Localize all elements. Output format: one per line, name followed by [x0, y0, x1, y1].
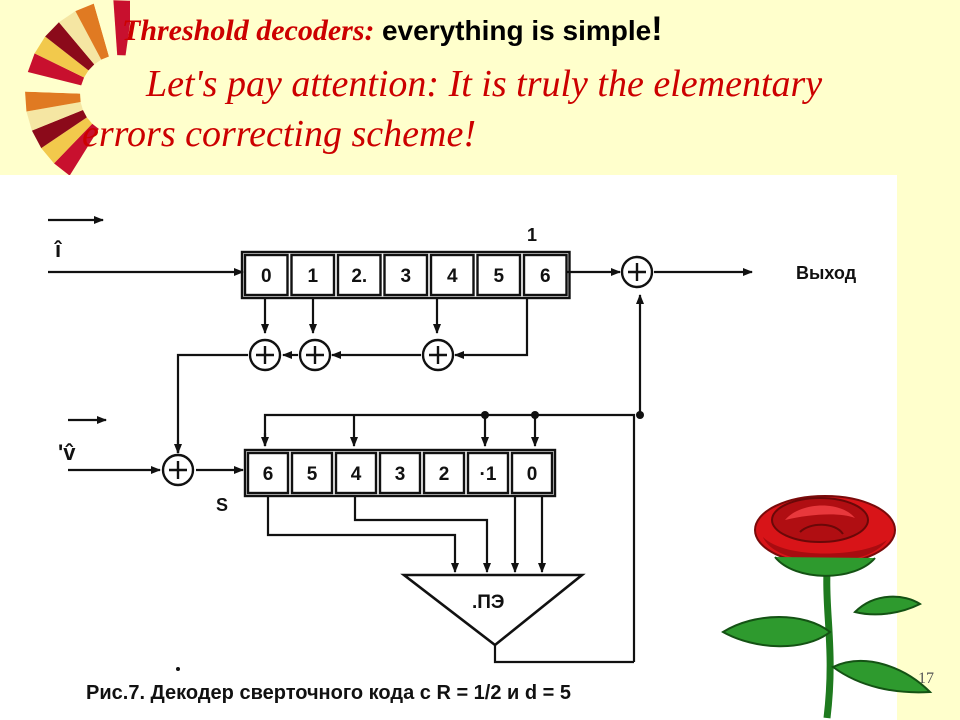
fan-stripe	[41, 117, 93, 164]
top-register-cell-label: 0	[261, 266, 272, 287]
bottom-register-cell-label: 2	[439, 464, 450, 485]
output-label: Выход	[796, 263, 857, 283]
top-register-cell-label: 5	[493, 266, 504, 287]
top-register-cell	[243, 253, 289, 297]
bottom-register-cell	[466, 451, 510, 495]
bottom-register-cell	[290, 451, 334, 495]
bottom-register-cell-label: 4	[351, 464, 362, 485]
top-register-frame	[240, 250, 571, 300]
title-main: Threshold decoders:	[122, 14, 375, 47]
fan-stripe	[25, 91, 81, 112]
subtitle-line-1: Let's pay attention: It is truly the ele…	[146, 63, 823, 105]
fan-stripe	[45, 22, 95, 71]
top-register-cell-label: 1	[307, 266, 318, 287]
top-register-cell	[476, 253, 522, 297]
bottom-register-cell	[378, 451, 422, 495]
top-register-cell-label: 2.	[351, 266, 367, 287]
fan-stripe	[93, 0, 118, 57]
s-label: S	[216, 495, 228, 515]
top-register-cell-label: 6	[540, 266, 551, 287]
bottom-register-cell	[334, 451, 378, 495]
fan-stripe	[113, 0, 130, 56]
top-shift-register: 0 1 2. 3 4 5 6	[240, 250, 571, 300]
fan-stripe	[25, 72, 82, 94]
bottom-register-cell-label: 3	[395, 464, 406, 485]
top-register-cell-label: 3	[400, 266, 411, 287]
fan-stripe	[75, 3, 109, 60]
top-register-cell	[383, 253, 429, 297]
bottom-register-cell-label: 0	[527, 464, 538, 485]
threshold-element-label: .ПЭ	[472, 592, 504, 613]
figure-caption: Рис.7. Декодер сверточного кода с R = 1/…	[86, 682, 572, 704]
input-bottom-label: 'v̂	[58, 440, 76, 465]
rose-clipart	[721, 495, 933, 719]
input-top-label: î	[54, 237, 63, 262]
xor-adder	[620, 255, 654, 289]
top-register-cell	[290, 253, 336, 297]
page-number: 17	[918, 670, 934, 687]
bottom-register-frame	[243, 448, 557, 498]
decorative-fan	[25, 0, 130, 180]
bottom-register-cell-label: 5	[307, 464, 318, 485]
top-register-cell	[522, 253, 568, 297]
xor-adder	[161, 453, 195, 487]
title-highlight: everything is simple	[381, 15, 652, 46]
bottom-register-cell	[246, 451, 290, 495]
fan-stripe	[27, 53, 85, 86]
slide-title: Threshold decoders: everything is simple…	[122, 10, 663, 49]
bottom-register-cell	[510, 451, 554, 495]
fan-stripe	[34, 36, 89, 78]
top-register-cell-label: 4	[447, 266, 458, 287]
xor-adder	[248, 338, 282, 372]
fan-stripe	[69, 128, 107, 180]
xor-adder	[298, 338, 332, 372]
bottom-register-cell-label: 6	[263, 464, 274, 485]
fan-stripe	[31, 109, 87, 149]
fan-stripe	[58, 11, 102, 65]
fan-stripe	[54, 123, 99, 176]
top-register-cell	[429, 253, 475, 297]
bottom-shift-register: 6 5 4 3 2 ·1 0	[243, 448, 557, 498]
bottom-register-cell-label: ·1	[480, 464, 497, 485]
decoder-diagram: 0 1 2. 3 4 5 6 6 5 4 3 2 ·1 0 î 'v̂ Выход 1 S .ПЭ	[48, 216, 857, 671]
bottom-register-cell	[422, 451, 466, 495]
xor-adder	[421, 338, 455, 372]
fan-stripe	[26, 101, 83, 131]
subtitle-line-2: errors correcting scheme!	[82, 113, 476, 155]
mark-one-label: 1	[527, 225, 537, 245]
top-register-cell	[336, 253, 382, 297]
title-exclamation: !	[651, 10, 663, 48]
